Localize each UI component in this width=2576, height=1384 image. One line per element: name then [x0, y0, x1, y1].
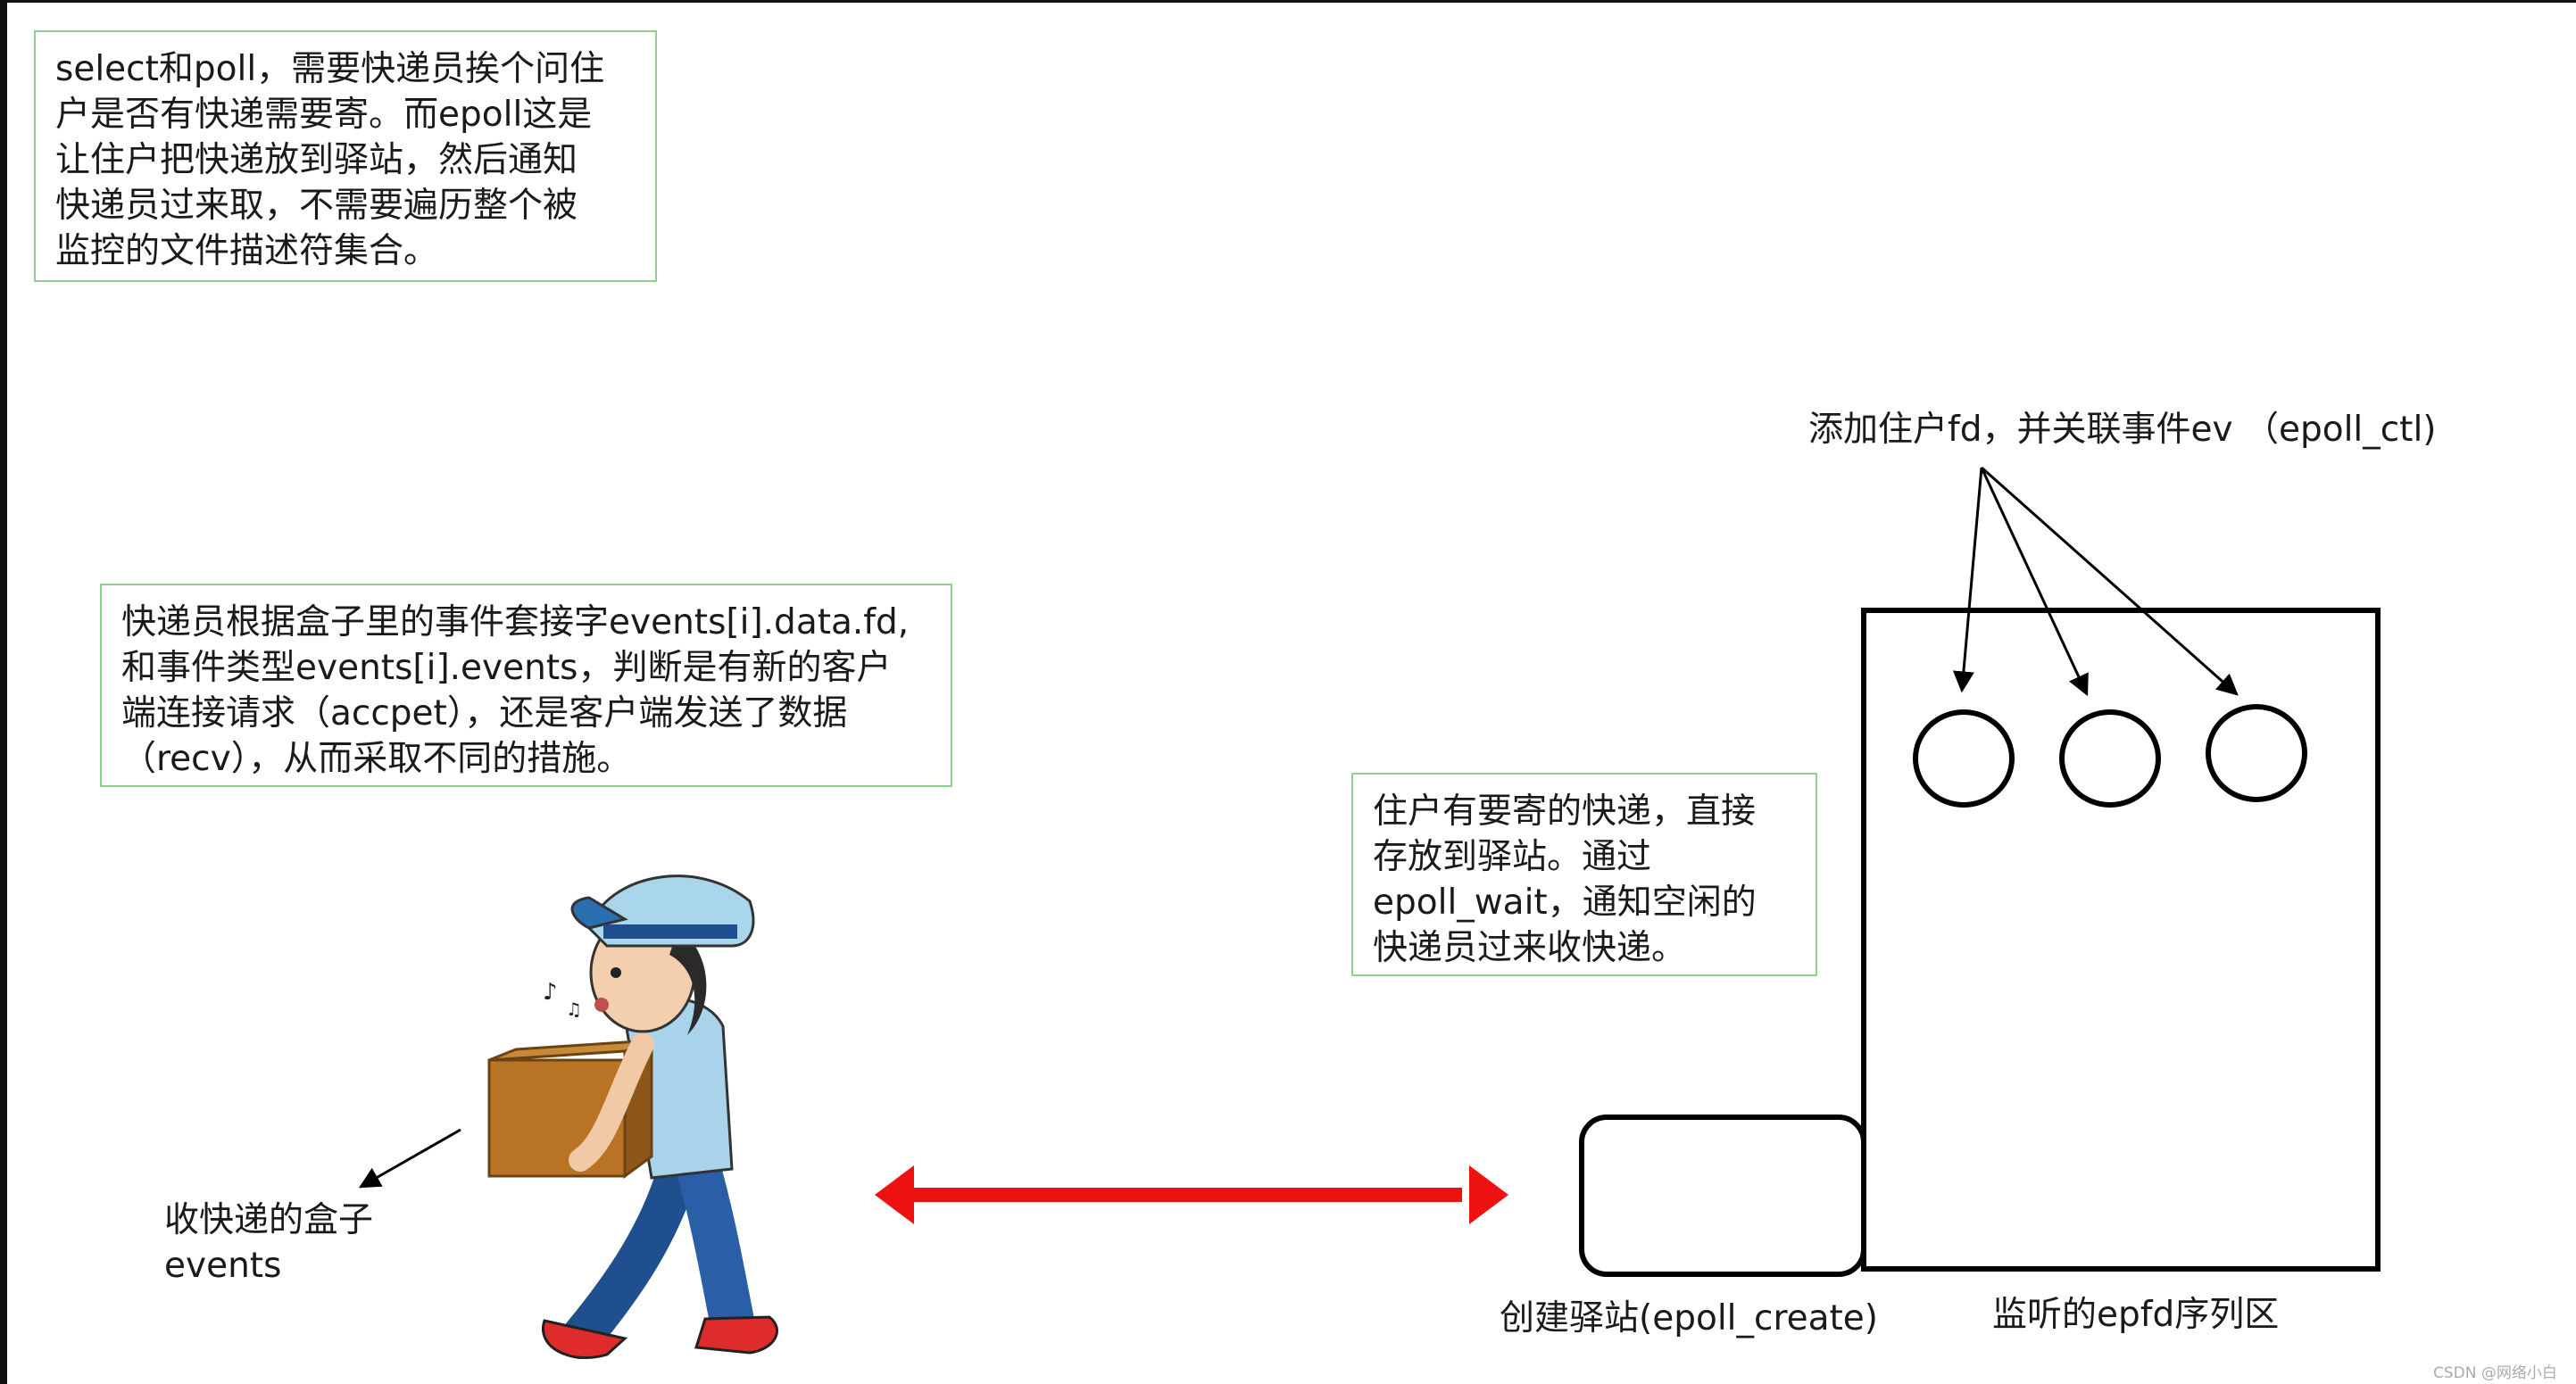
note-courier-events: 快递员根据盒子里的事件套接字events[i].data.fd, 和事件类型ev…	[100, 584, 952, 787]
ctl-arrow-3	[1981, 466, 2239, 696]
ctl-arrow-1	[1952, 467, 1983, 693]
courier-illustration: ♪ ♫	[487, 874, 779, 1360]
watermark: CSDN @网络小白	[2433, 1364, 2557, 1382]
fd-circle-1	[1913, 709, 2015, 808]
label-epfd-listen-area: 监听的epfd序列区	[1992, 1295, 2280, 1335]
label-add-fd-epoll-ctl: 添加住户fd，并关联事件ev （epoll_ctl)	[1808, 410, 2437, 450]
box-pointer-arrow	[358, 1128, 461, 1189]
svg-text:♪: ♪	[543, 979, 558, 1006]
epfd-listen-box	[1861, 608, 2381, 1272]
svg-text:♫: ♫	[566, 999, 582, 1020]
note-resident-epoll-wait: 住户有要寄的快递，直接 存放到驿站。通过 epoll_wait，通知空闲的 快递…	[1351, 773, 1817, 976]
fd-circle-3	[2206, 704, 2307, 802]
epoll-station-box	[1579, 1115, 1866, 1277]
label-events-box: 收快递的盒子 events	[164, 1200, 374, 1286]
fd-circle-2	[2059, 709, 2161, 808]
label-epoll-create: 创建驿站(epoll_create)	[1500, 1298, 1879, 1338]
note-select-poll-vs-epoll: select和poll，需要快递员挨个问住 户是否有快递需要寄。而epoll这是…	[34, 30, 657, 282]
red-double-arrow	[875, 1165, 1508, 1224]
ctl-arrow-2	[1980, 467, 2089, 697]
